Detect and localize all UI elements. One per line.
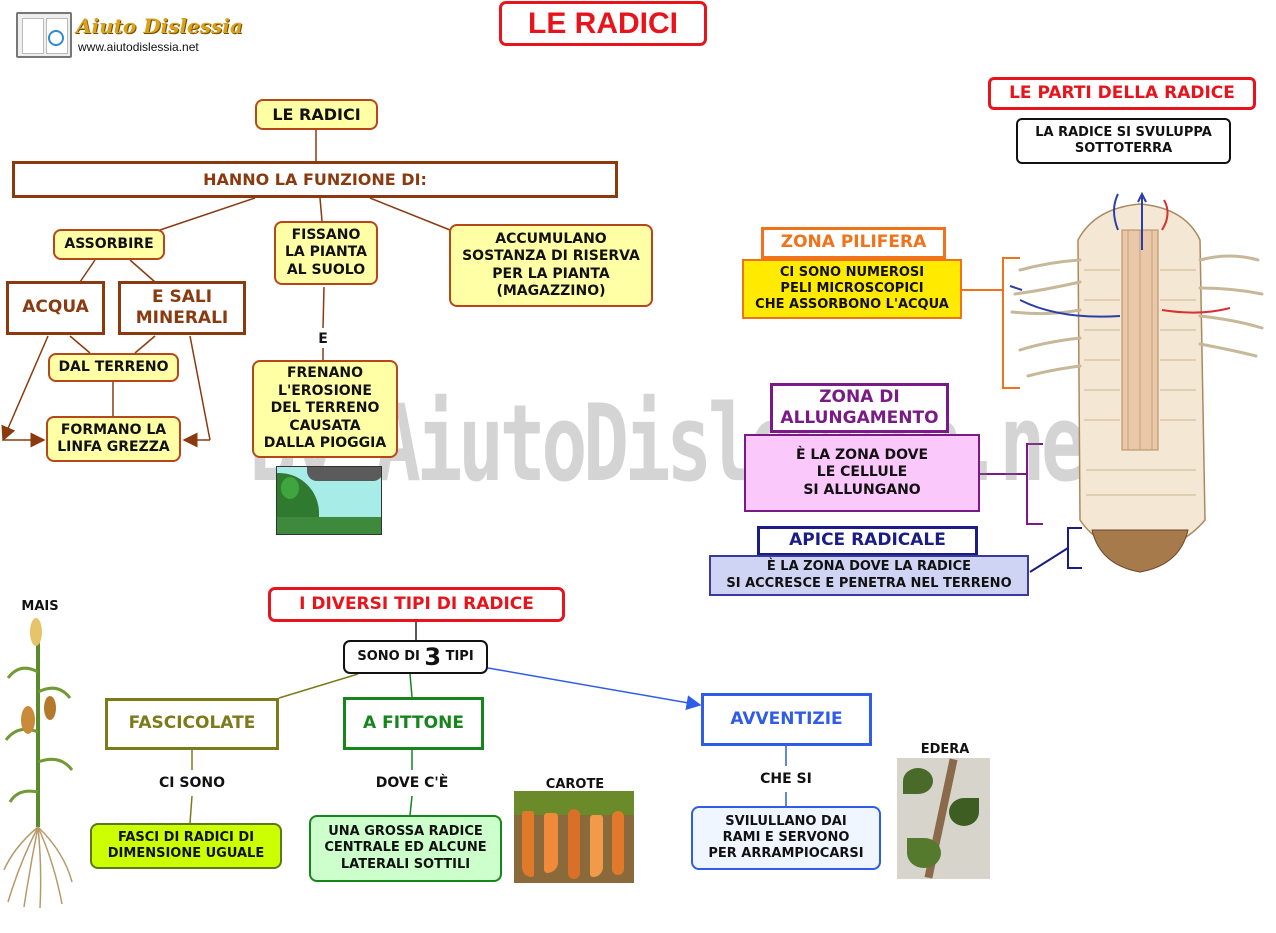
book-icon: [16, 12, 72, 58]
type-fascicolate: FASCICOLATE: [105, 698, 279, 750]
root-parts-title: LE PARTI DELLA RADICE: [988, 77, 1256, 110]
types-count-pre: SONO DI: [357, 648, 420, 664]
root-illustration: [1009, 191, 1264, 573]
node-erosion: FRENANO L'EROSIONE DEL TERRENO CAUSATA D…: [252, 360, 398, 458]
link-ci-sono: CI SONO: [159, 775, 225, 791]
logo-url: www.aiutodislessia.net: [78, 40, 199, 54]
types-count-post: TIPI: [445, 648, 474, 664]
site-logo[interactable]: Aiuto Dislessia www.aiutodislessia.net: [16, 12, 243, 60]
label-edera: EDERA: [920, 742, 970, 757]
ivy-image: [897, 758, 990, 879]
link-che-si: CHE SI: [760, 771, 812, 787]
zone-apex-desc: È LA ZONA DOVE LA RADICE SI ACCRESCE E P…: [709, 555, 1029, 596]
zone-elong-desc: È LA ZONA DOVE LE CELLULE SI ALLUNGANO: [744, 434, 980, 512]
logo-title: Aiuto Dislessia: [76, 14, 243, 38]
zone-hair-desc: CI SONO NUMEROSI PELI MICROSCOPICI CHE A…: [742, 259, 962, 319]
types-count: SONO DI 3 TIPI: [343, 640, 488, 674]
node-functions: HANNO LA FUNZIONE DI:: [12, 161, 618, 198]
node-from-soil: DAL TERRENO: [48, 353, 179, 382]
desc-fascicolate: FASCI DI RADICI DI DIMENSIONE UGUALE: [90, 823, 282, 869]
zone-elong-title: ZONA DI ALLUNGAMENTO: [770, 383, 949, 433]
type-avventizie: AVVENTIZIE: [701, 693, 872, 746]
label-carote: CAROTE: [545, 777, 605, 792]
node-absorb: ASSORBIRE: [53, 229, 165, 260]
zone-apex-title: APICE RADICALE: [757, 526, 978, 556]
link-dove-ce: DOVE C'È: [375, 775, 449, 791]
node-le-radici: LE RADICI: [255, 99, 378, 130]
types-count-num: 3: [424, 643, 442, 671]
node-water: ACQUA: [6, 281, 105, 335]
node-store: ACCUMULANO SOSTANZA DI RISERVA PER LA PI…: [449, 224, 653, 307]
rain-erosion-image: [276, 466, 382, 535]
desc-fittone: UNA GROSSA RADICE CENTRALE ED ALCUNE LAT…: [309, 815, 502, 882]
page-title: LE RADICI: [499, 1, 707, 46]
corn-plant-image: [3, 618, 74, 909]
node-fix-plant: FISSANO LA PIANTA AL SUOLO: [274, 221, 378, 285]
link-and: E: [318, 331, 328, 347]
node-minerals: E SALI MINERALI: [118, 281, 246, 335]
root-parts-intro: LA RADICE SI SVULUPPA SOTTOTERRA: [1016, 118, 1231, 164]
types-title: I DIVERSI TIPI DI RADICE: [268, 587, 565, 622]
type-fittone: A FITTONE: [343, 697, 484, 750]
label-mais: MAIS: [21, 599, 59, 614]
node-raw-sap: FORMANO LA LINFA GREZZA: [46, 416, 181, 462]
zone-hair-title: ZONA PILIFERA: [761, 227, 946, 259]
carrots-image: [514, 791, 634, 883]
desc-avventizie: SVILULLANO DAI RAMI E SERVONO PER ARRAMP…: [691, 806, 881, 870]
